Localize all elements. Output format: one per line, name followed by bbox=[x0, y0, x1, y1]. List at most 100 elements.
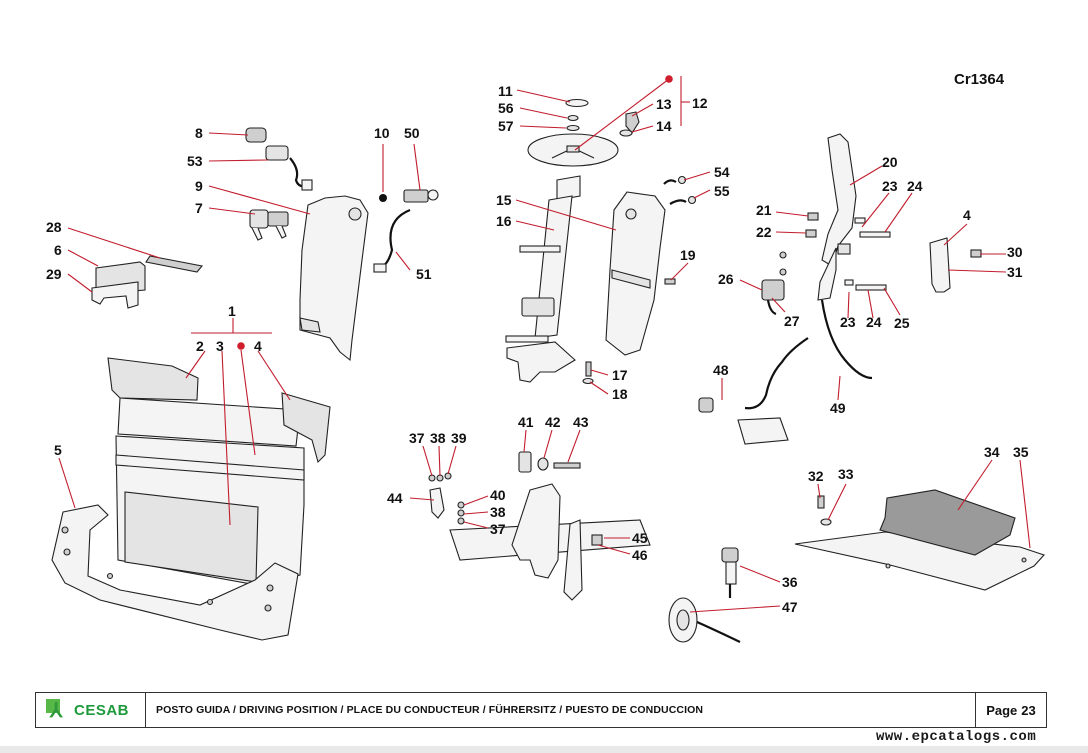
ignition-switch bbox=[245, 127, 313, 191]
callout-50: 50 bbox=[404, 125, 420, 141]
callout-33: 33 bbox=[838, 466, 854, 482]
mat-fasteners bbox=[817, 495, 832, 526]
callout-24-bottom: 24 bbox=[866, 314, 882, 330]
callout-56: 56 bbox=[498, 100, 514, 116]
steering-nut bbox=[566, 114, 580, 132]
callout-35: 35 bbox=[1013, 444, 1029, 460]
highlight-dot-12 bbox=[665, 75, 673, 83]
cable-bracket bbox=[698, 397, 789, 445]
callout-21: 21 bbox=[756, 202, 772, 218]
callout-37-bottom: 37 bbox=[490, 521, 506, 537]
title-block: ⅄ CESAB POSTO GUIDA / DRIVING POSITION /… bbox=[35, 692, 1047, 728]
callout-31: 31 bbox=[1007, 264, 1023, 280]
callout-38-top: 38 bbox=[430, 430, 446, 446]
control-cable bbox=[744, 299, 873, 410]
callout-30: 30 bbox=[1007, 244, 1023, 260]
callout-45: 45 bbox=[632, 530, 648, 546]
steering-column-cover-right bbox=[605, 191, 666, 356]
callout-53: 53 bbox=[187, 153, 203, 169]
watermark-url[interactable]: www.epcatalogs.com bbox=[876, 729, 1037, 745]
callout-14: 14 bbox=[656, 118, 672, 134]
callout-51: 51 bbox=[416, 266, 432, 282]
dashboard-side-panel bbox=[281, 392, 331, 464]
floor-mat bbox=[879, 489, 1016, 556]
callout-23-top: 23 bbox=[882, 178, 898, 194]
callout-5: 5 bbox=[54, 442, 62, 458]
horn bbox=[668, 597, 741, 643]
callout-43: 43 bbox=[573, 414, 589, 430]
callout-39: 39 bbox=[451, 430, 467, 446]
callout-40: 40 bbox=[490, 487, 506, 503]
page-number-cell: Page 23 bbox=[976, 693, 1046, 727]
callout-37-top: 37 bbox=[409, 430, 425, 446]
callout-27: 27 bbox=[784, 313, 800, 329]
callout-29: 29 bbox=[46, 266, 62, 282]
key-switch bbox=[249, 209, 289, 241]
light-switch-lever bbox=[373, 189, 439, 273]
callout-47: 47 bbox=[782, 599, 798, 615]
callout-42: 42 bbox=[545, 414, 561, 430]
callout-4-right: 4 bbox=[963, 207, 971, 223]
callout-32: 32 bbox=[808, 468, 824, 484]
callout-22: 22 bbox=[756, 224, 772, 240]
callout-38-bottom: 38 bbox=[490, 504, 506, 520]
small-bracket bbox=[428, 472, 603, 546]
page-title: POSTO GUIDA / DRIVING POSITION / PLACE D… bbox=[146, 693, 976, 727]
horn-cap bbox=[565, 98, 589, 108]
spinner-knob bbox=[619, 111, 640, 137]
bottom-scroll-edge bbox=[0, 746, 1088, 753]
callout-54: 54 bbox=[714, 164, 730, 180]
steering-wheel bbox=[527, 133, 619, 167]
callout-41: 41 bbox=[518, 414, 534, 430]
pedal-bracket bbox=[511, 451, 583, 601]
callout-7: 7 bbox=[195, 200, 203, 216]
callout-10: 10 bbox=[374, 125, 390, 141]
highlight-dot-1 bbox=[237, 342, 245, 350]
dashboard-rear-cover bbox=[107, 357, 301, 447]
brand-name: CESAB bbox=[74, 701, 130, 719]
micro-switch bbox=[761, 279, 785, 316]
callout-16: 16 bbox=[496, 213, 512, 229]
callout-46: 46 bbox=[632, 547, 648, 563]
steering-column bbox=[505, 175, 581, 383]
callout-49: 49 bbox=[830, 400, 846, 416]
callout-23-bottom: 23 bbox=[840, 314, 856, 330]
indicator-lamps bbox=[663, 175, 697, 205]
callout-17: 17 bbox=[612, 367, 628, 383]
callout-13: 13 bbox=[656, 96, 672, 112]
callout-18: 18 bbox=[612, 386, 628, 402]
callout-4-left: 4 bbox=[254, 338, 262, 354]
callout-20: 20 bbox=[882, 154, 898, 170]
callout-34: 34 bbox=[984, 444, 1000, 460]
exploded-parts-diagram: Cr1364 bbox=[46, 71, 1045, 643]
cesab-logo-icon: ⅄ bbox=[46, 697, 72, 723]
dashboard-front-panel bbox=[115, 435, 305, 586]
callout-26: 26 bbox=[718, 271, 734, 287]
callout-1: 1 bbox=[228, 303, 236, 319]
dashboard-lower-trim bbox=[51, 504, 299, 641]
callout-15: 15 bbox=[496, 192, 512, 208]
callout-12: 12 bbox=[692, 95, 708, 111]
callout-2: 2 bbox=[196, 338, 204, 354]
callout-8: 8 bbox=[195, 125, 203, 141]
armrest-pad bbox=[91, 261, 146, 309]
buzzer bbox=[721, 547, 739, 598]
steering-column-cover-left bbox=[299, 195, 369, 362]
brand-logo: ⅄ CESAB bbox=[36, 693, 146, 727]
control-lever bbox=[779, 133, 891, 301]
page-number: 23 bbox=[1021, 702, 1036, 718]
callout-55: 55 bbox=[714, 183, 730, 199]
callout-9: 9 bbox=[195, 178, 203, 194]
callout-44: 44 bbox=[387, 490, 403, 506]
side-bracket bbox=[929, 237, 982, 293]
callout-25: 25 bbox=[894, 315, 910, 331]
callout-28: 28 bbox=[46, 219, 62, 235]
drawing-code: Cr1364 bbox=[954, 71, 1005, 88]
callout-3: 3 bbox=[216, 338, 224, 354]
label-strip bbox=[145, 255, 204, 273]
callout-57: 57 bbox=[498, 118, 514, 134]
page-label: Page bbox=[986, 702, 1018, 718]
callout-48: 48 bbox=[713, 362, 729, 378]
leader-lines bbox=[58, 76, 1031, 613]
